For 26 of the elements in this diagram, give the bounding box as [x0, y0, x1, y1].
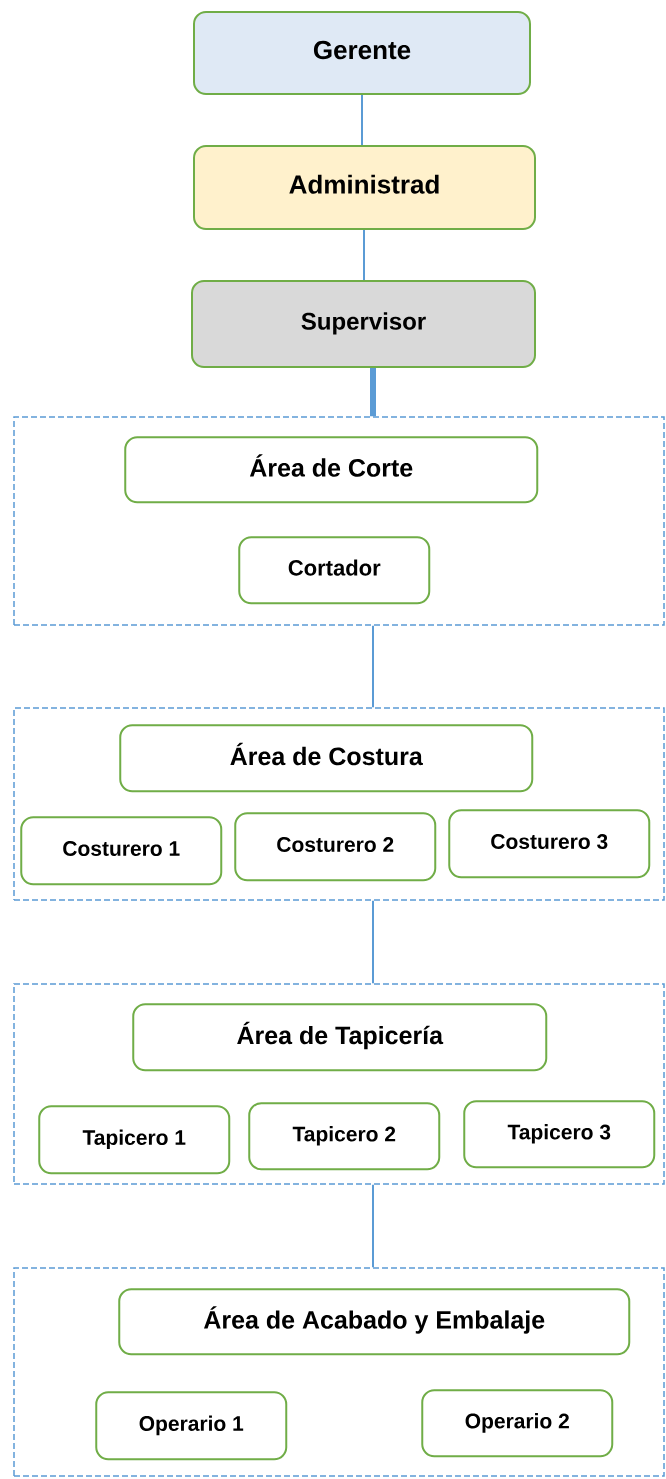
dashed-frame [13, 707, 665, 901]
role-box: Operario 1 [95, 1391, 288, 1461]
role-box: Tapicero 3 [463, 1100, 656, 1169]
role-box: Costurero 1 [20, 816, 223, 886]
connector-line [370, 368, 376, 417]
role-box: Operario 2 [421, 1389, 614, 1458]
connector-line [372, 899, 374, 985]
role-box: Área de Corte [124, 436, 539, 504]
connector-line [372, 624, 374, 709]
dashed-frame [13, 983, 665, 1185]
dashed-frame [13, 1267, 665, 1477]
role-box: Costurero 2 [234, 812, 437, 882]
connector-line [363, 229, 365, 281]
role-box: Cortador [238, 536, 431, 605]
dashed-frame [13, 416, 665, 626]
position-box: Supervisor [191, 280, 536, 368]
role-box: Área de Tapicería [132, 1003, 548, 1072]
role-box: Área de Costura [119, 724, 534, 793]
connector-line [372, 1183, 374, 1269]
position-box: Administrad [193, 145, 536, 230]
role-box: Costurero 3 [448, 809, 651, 879]
role-box: Área de Acabado y Embalaje [118, 1288, 631, 1356]
connector-line [361, 94, 363, 146]
position-box: Gerente [193, 11, 531, 95]
role-box: Tapicero 1 [38, 1105, 231, 1175]
role-box: Tapicero 2 [248, 1102, 441, 1171]
